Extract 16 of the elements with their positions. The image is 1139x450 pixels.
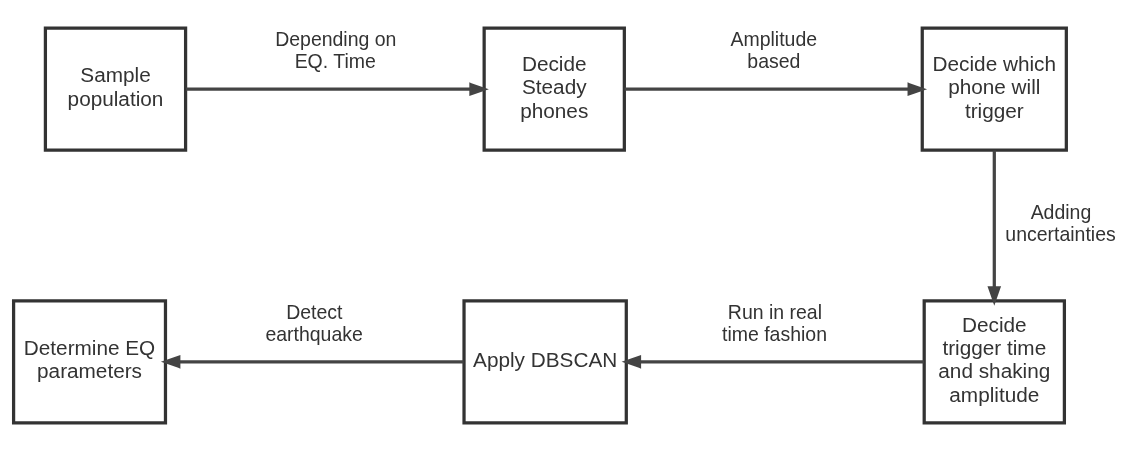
node-box: Decide trigger time and shaking amplitude [922,298,1066,424]
node-box: Decide which phone will trigger [920,26,1068,152]
arrow [621,354,924,369]
edge-label: Depending on EQ. Time [275,27,397,72]
node-box: Apply DBSCAN [462,298,628,424]
node-box: Decide Steady phones [482,26,626,152]
edge-label: Detect earthquake [265,300,363,345]
node-box: Sample population [43,26,188,152]
arrow [987,149,1002,306]
node-box: Determine EQ parameters [11,298,168,424]
edge-label: Adding uncertainties [1005,200,1116,245]
edge-label: Amplitude based [730,27,818,72]
arrow [624,81,928,96]
arrow [186,81,489,96]
edge-label: Run in real time fashion [722,300,827,345]
arrow [160,354,464,369]
